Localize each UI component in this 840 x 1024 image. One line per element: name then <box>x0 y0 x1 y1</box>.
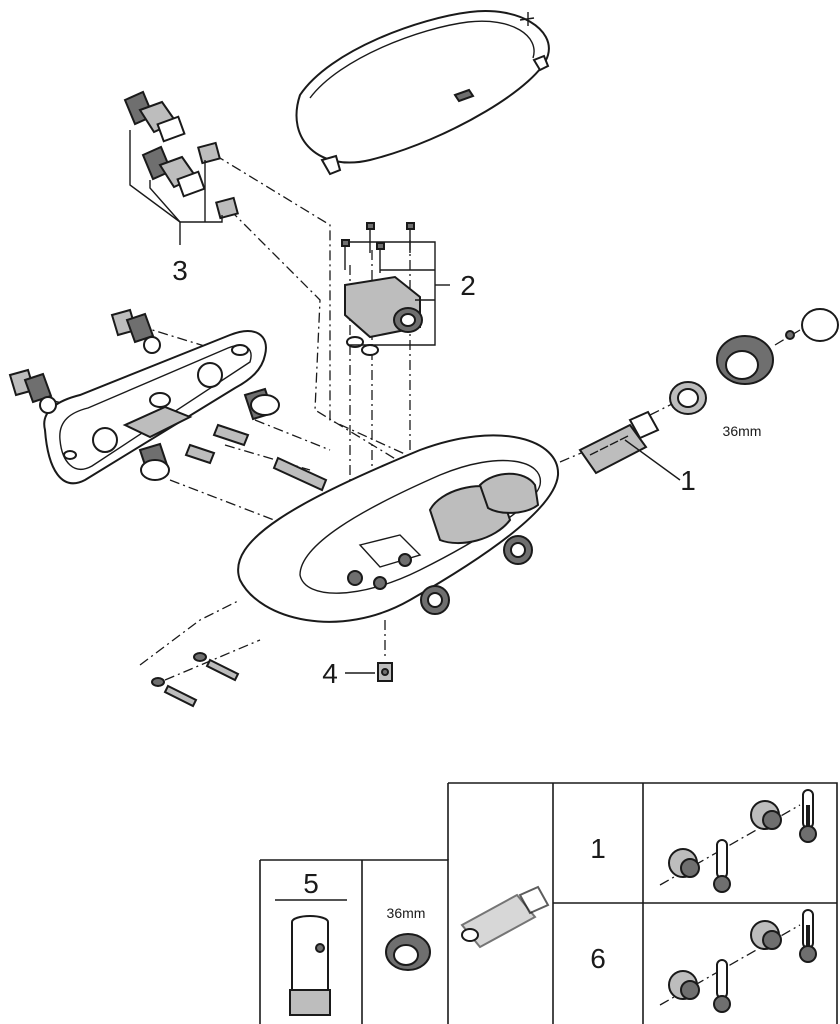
mixer-body <box>237 434 560 623</box>
table-row-label-6: 6 <box>590 943 606 974</box>
table-nut-size-label: 36mm <box>387 905 426 921</box>
table-nut <box>385 933 431 971</box>
wall-connectors <box>8 308 328 492</box>
table-row-label-1: 1 <box>590 833 606 864</box>
wall-plate <box>43 330 267 485</box>
reference-table <box>259 782 838 1024</box>
check-valve-cartridges <box>123 90 239 245</box>
row6-connection <box>659 909 817 1013</box>
item-1-extension <box>578 308 839 481</box>
callout-3: 3 <box>172 255 188 286</box>
cover-plate <box>295 10 550 176</box>
table-extension <box>460 885 550 949</box>
table-tool-label: 5 <box>303 868 319 899</box>
row1-connection <box>659 789 817 893</box>
mounting-screws <box>151 652 240 708</box>
thermometer-cold-icon <box>713 959 731 1013</box>
thermostat-element <box>341 222 450 356</box>
callout-1: 1 <box>680 465 696 496</box>
nut-size-label: 36mm <box>723 423 762 439</box>
thermometer-hot-icon <box>799 909 817 963</box>
tool-socket <box>289 915 331 1016</box>
thermometer-hot-icon <box>713 839 731 893</box>
callout-4: 4 <box>322 658 338 689</box>
item-4-insert <box>345 662 393 682</box>
callout-2: 2 <box>460 270 476 301</box>
thermometer-cold-icon <box>799 789 817 843</box>
